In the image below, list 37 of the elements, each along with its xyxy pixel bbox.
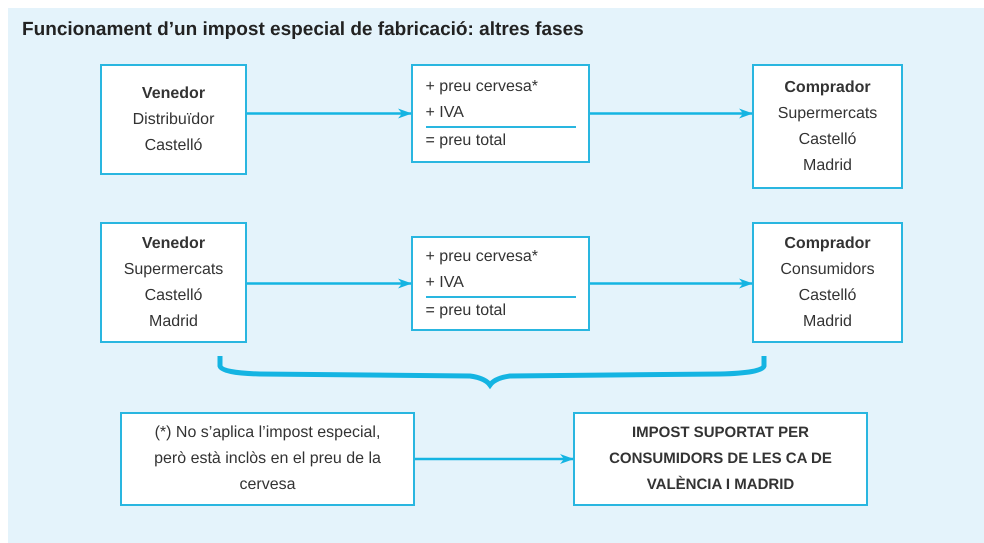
price-line: = preu total — [426, 300, 507, 320]
price-box — [411, 236, 590, 331]
party-box — [100, 222, 247, 343]
party-name: Castelló — [144, 136, 202, 156]
arrow — [590, 108, 753, 118]
party-box — [752, 222, 903, 343]
arrow — [247, 108, 412, 118]
party-name: Madrid — [149, 312, 198, 332]
price-line: = preu total — [426, 130, 507, 150]
party-name: Distribuïdor — [132, 110, 214, 130]
party-box — [752, 64, 903, 189]
role-heading: Venedor — [142, 234, 206, 254]
result-text: IMPOST SUPORTAT PER CONSUMIDORS DE LES CA DE VALÈNCIA I MADRID — [609, 424, 832, 493]
party-name: Madrid — [803, 312, 852, 332]
party-name: Madrid — [803, 156, 852, 176]
result-box — [573, 412, 868, 506]
diagram-title: Funcionament d’un impost especial de fabricació: altres fases — [22, 18, 584, 42]
footnote-text: (*) No s’aplica l’impost especial, però està inclòs en el preu de la cervesa — [154, 424, 381, 493]
price-line: + preu cervesa* — [426, 76, 540, 96]
arrow — [415, 454, 574, 464]
party-name: Supermercats — [124, 260, 224, 280]
party-name: Consumidors — [780, 260, 875, 280]
arrow — [590, 278, 753, 288]
role-heading: Comprador — [784, 234, 871, 254]
party-name: Castelló — [798, 286, 856, 306]
party-name: Castelló — [144, 286, 202, 306]
party-name: Castelló — [798, 130, 856, 150]
price-line: + IVA — [426, 270, 576, 298]
price-box — [411, 64, 590, 163]
party-box — [100, 64, 247, 175]
note-box — [120, 412, 415, 506]
role-heading: Venedor — [142, 84, 206, 104]
price-line: + IVA — [426, 100, 576, 128]
role-heading: Comprador — [784, 78, 871, 98]
arrow — [247, 278, 412, 288]
party-name: Supermercats — [778, 104, 878, 124]
price-line: + preu cervesa* — [426, 246, 540, 266]
